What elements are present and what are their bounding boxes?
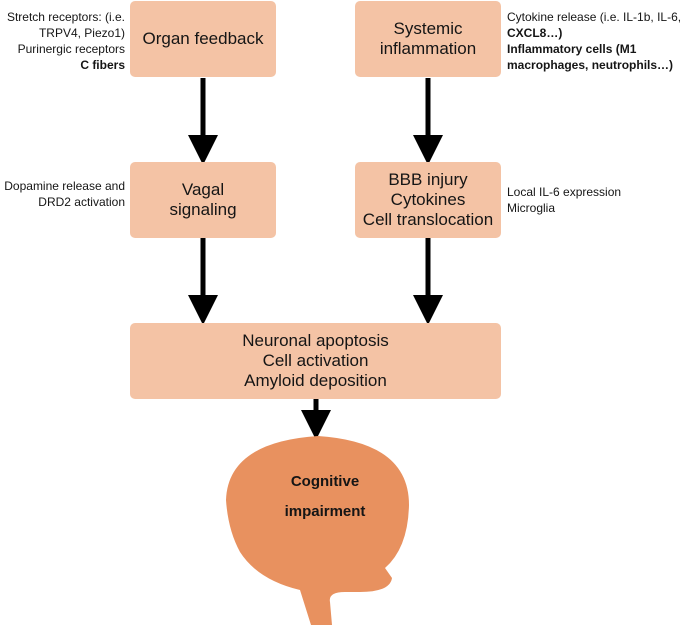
vagal-note: Dopamine release and DRD2 activation <box>0 178 125 210</box>
bbb-label-line2: Cytokines <box>390 190 466 209</box>
vagal-signaling-box: Vagal signaling <box>130 162 276 238</box>
vagal-label-line1: Vagal <box>181 180 225 199</box>
bbb-label-line3: Cell translocation <box>362 210 494 229</box>
bbb-note-line1: Local IL-6 expression <box>507 185 622 199</box>
systemic-label-line2: inflammation <box>379 39 477 58</box>
organ-note-line3: Purinergic receptors <box>17 42 125 56</box>
vagal-note-line1: Dopamine release and <box>4 179 125 193</box>
organ-feedback-label: Organ feedback <box>142 29 264 48</box>
bbb-label-line1: BBB injury <box>388 170 468 189</box>
systemic-label-line1: Systemic <box>393 19 463 38</box>
neuronal-label-line3: Amyloid deposition <box>244 371 387 390</box>
organ-feedback-note: Stretch receptors: (i.e. TRPV4, Piezo1) … <box>0 9 125 73</box>
brain-icon <box>226 436 409 625</box>
bbb-note-line2: Microglia <box>507 201 556 215</box>
systemic-inflammation-box: Systemic inflammation <box>355 1 501 77</box>
neuronal-label-line1: Neuronal apoptosis <box>242 331 389 350</box>
bbb-note: Local IL-6 expression Microglia <box>507 184 682 216</box>
bbb-injury-box: BBB injury Cytokines Cell translocation <box>355 162 501 238</box>
organ-note-line4: C fibers <box>80 58 125 72</box>
organ-note-line1: Stretch receptors: (i.e. <box>6 10 125 24</box>
systemic-note-line4: macrophages, neutrophils…) <box>507 58 674 72</box>
systemic-note-line2: CXCL8…) <box>507 26 563 40</box>
cognitive-label: Cognitive <box>290 473 360 490</box>
systemic-note-line3: Inflammatory cells (M1 <box>507 42 637 56</box>
organ-note-line2: TRPV4, Piezo1) <box>38 26 125 40</box>
neuronal-apoptosis-box: Neuronal apoptosis Cell activation Amylo… <box>130 323 501 399</box>
systemic-inflammation-note: Cytokine release (i.e. IL-1b, IL-6, CXCL… <box>507 9 685 73</box>
vagal-note-line2: DRD2 activation <box>38 195 125 209</box>
vagal-label-line2: signaling <box>169 200 237 219</box>
organ-feedback-box: Organ feedback <box>130 1 276 77</box>
systemic-note-line1: Cytokine release (i.e. IL-1b, IL-6, <box>507 10 682 24</box>
neuronal-label-line2: Cell activation <box>262 351 369 370</box>
impairment-label: impairment <box>284 503 366 520</box>
